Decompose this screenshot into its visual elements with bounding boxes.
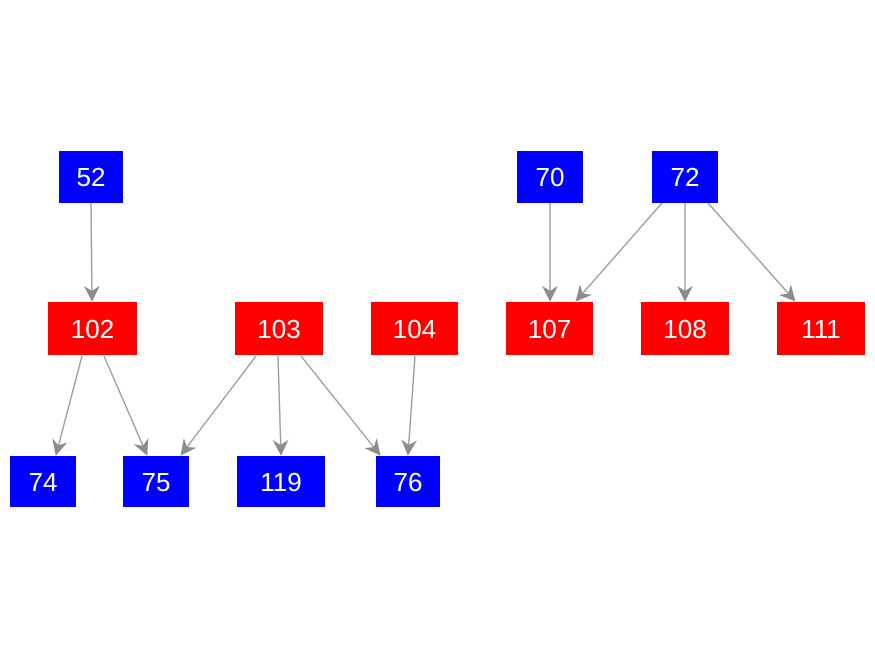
node-label-111: 111	[801, 313, 841, 344]
node-label-72: 72	[670, 162, 700, 192]
node-label-70: 70	[535, 162, 565, 192]
edge-103-75	[180, 355, 257, 456]
graph-node-72: 72	[652, 151, 718, 203]
edge-72-107	[575, 202, 663, 302]
graph-node-111: 111	[777, 302, 865, 355]
node-label-76: 76	[393, 466, 423, 497]
graph-node-104: 104	[371, 302, 458, 355]
graph-node-108: 108	[641, 302, 729, 355]
edge-104-76	[401, 355, 418, 456]
node-label-104: 104	[392, 313, 437, 344]
node-label-119: 119	[260, 466, 302, 497]
node-label-107: 107	[527, 313, 572, 344]
node-label-103: 103	[257, 313, 301, 344]
node-label-52: 52	[76, 162, 106, 192]
graph-node-107: 107	[506, 302, 593, 355]
edge-103-76	[300, 355, 381, 456]
node-label-108: 108	[663, 313, 707, 344]
edge-102-75	[103, 355, 149, 456]
node-label-74: 74	[28, 466, 58, 497]
edge-52-102	[83, 202, 100, 302]
graph-node-76: 76	[376, 456, 440, 507]
edge-72-111	[707, 202, 796, 302]
graph-node-103: 103	[235, 302, 323, 355]
graph-node-70: 70	[517, 151, 583, 203]
graph-node-119: 119	[237, 456, 325, 507]
edge-103-119	[272, 355, 289, 456]
graph-node-52: 52	[59, 151, 123, 203]
node-label-75: 75	[141, 466, 171, 497]
graph-node-75: 75	[123, 456, 189, 507]
edge-102-74	[52, 355, 83, 456]
graph-node-102: 102	[48, 302, 137, 355]
graph-node-74: 74	[10, 456, 76, 507]
node-label-102: 102	[70, 313, 115, 344]
